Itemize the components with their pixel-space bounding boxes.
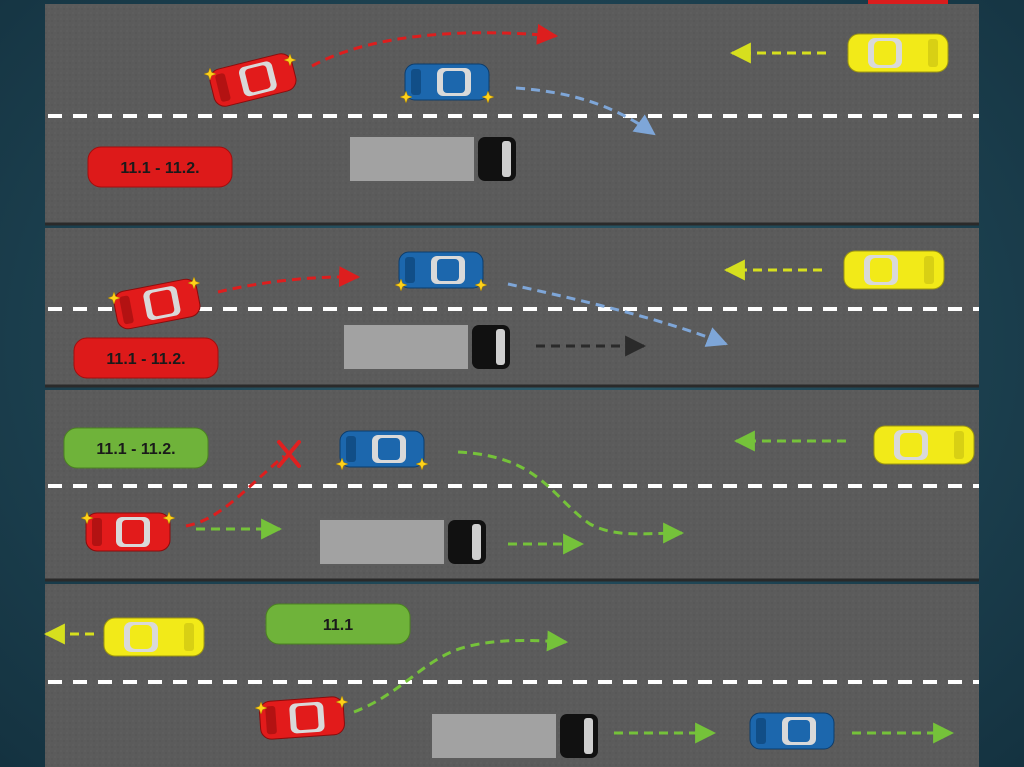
- arrow-blue-path: [515, 86, 656, 136]
- blue-car: [749, 712, 835, 750]
- rule-badge-label: 11.1: [323, 617, 353, 634]
- yellow-car: [103, 617, 205, 657]
- arrow-red-path: [311, 23, 559, 68]
- forbidden-cross-icon: [277, 440, 301, 468]
- red-car: [85, 512, 171, 552]
- rule-badge: 11.1 - 11.2.: [87, 146, 233, 188]
- blue-car: [339, 430, 425, 468]
- blue-car: [404, 63, 490, 101]
- rule-badge: 11.1 - 11.2.: [63, 427, 209, 469]
- rule-badge: 11.1 - 11.2.: [73, 337, 219, 379]
- arrow-red-forbidden-path: [185, 454, 285, 528]
- blue-car: [398, 251, 484, 289]
- truck: [342, 323, 511, 371]
- yellow-car: [847, 33, 949, 73]
- rule-badge: 11.1: [265, 603, 411, 645]
- arrow-blue-path: [507, 282, 728, 347]
- arrow-green-overtake-path: [457, 450, 685, 544]
- red-car: [258, 695, 346, 741]
- rule-badge-label: 11.1 - 11.2.: [96, 441, 175, 458]
- yellow-car: [873, 425, 975, 465]
- panel-2: 11.1 - 11.2.: [45, 228, 979, 388]
- rule-badge-label: 11.1 - 11.2.: [106, 351, 185, 368]
- arrow-green-overtake-path: [353, 630, 569, 714]
- arrow-red-path: [217, 266, 361, 294]
- top-edge-tab: [868, 0, 948, 4]
- truck: [348, 135, 517, 183]
- rule-badge-label: 11.1 - 11.2.: [120, 160, 199, 177]
- panel-3: 11.1 - 11.2.: [45, 390, 979, 582]
- truck: [430, 712, 599, 760]
- truck: [318, 518, 487, 566]
- panel-1: 11.1 - 11.2.: [45, 4, 979, 226]
- panel-4: 11.1: [43, 584, 979, 767]
- yellow-car: [843, 250, 945, 290]
